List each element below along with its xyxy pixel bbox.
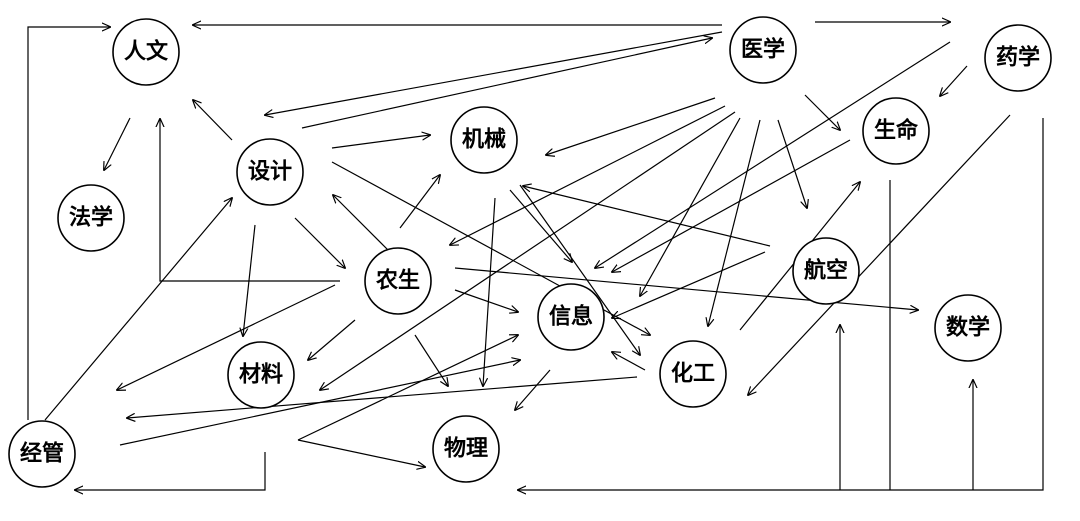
- node-label: 农生: [375, 268, 420, 294]
- node-label: 设计: [248, 160, 292, 185]
- node-jingguan[interactable]: 经管: [8, 420, 76, 488]
- edge-sheji-renwen: [193, 100, 233, 141]
- edge-yixue-jixie: [546, 97, 716, 155]
- edge-yixue-xinxi-2: [595, 41, 951, 268]
- edge-yixue-sheji-top: [265, 31, 723, 115]
- node-label: 药学: [996, 45, 1040, 71]
- node-shuxue[interactable]: 数学: [934, 294, 1002, 362]
- edge-wuli-xinxi: [297, 335, 518, 441]
- edge-nongsheng-renwen: [160, 119, 340, 282]
- node-label: 物理: [444, 436, 488, 462]
- edges: [27, 22, 1044, 490]
- node-shengming[interactable]: 生命: [862, 97, 930, 165]
- edge-jingguan-xinxi: [119, 360, 520, 446]
- node-wuli[interactable]: 物理: [432, 415, 500, 483]
- node-label: 法学: [69, 205, 113, 231]
- node-nongsheng[interactable]: 农生: [364, 247, 432, 315]
- edge-renwen-faxue: [104, 117, 131, 170]
- node-label: 材料: [239, 363, 283, 388]
- edge-yaoxue-bus: [518, 118, 1044, 490]
- edge-bus-jingguan: [75, 452, 266, 490]
- edge-yixue-nongsheng: [450, 105, 726, 245]
- node-hangkong[interactable]: 航空: [792, 237, 860, 305]
- edge-sheji-yixue: [301, 38, 712, 129]
- edge-huagong-xinxi: [612, 352, 646, 371]
- node-label: 数学: [946, 315, 990, 341]
- edge-yixue-cailiao: [320, 111, 736, 390]
- edge-jixie-huagong: [519, 184, 640, 355]
- node-label: 生命: [874, 118, 919, 144]
- edge-sheji-jixie: [331, 135, 430, 149]
- edge-sheji-cailiao: [243, 224, 256, 336]
- node-label: 医学: [741, 37, 785, 63]
- node-sheji[interactable]: 设计: [236, 138, 304, 206]
- node-faxue[interactable]: 法学: [57, 184, 125, 252]
- node-renwen[interactable]: 人文: [112, 18, 180, 86]
- node-label: 人文: [124, 39, 169, 65]
- node-yixue[interactable]: 医学: [729, 16, 797, 84]
- node-jixie[interactable]: 机械: [450, 106, 518, 174]
- edge-jingguan-renwen: [27, 27, 110, 420]
- edge-jixie-wuli: [483, 197, 496, 386]
- node-label: 经管: [20, 441, 64, 467]
- edge-jixie-xinxi: [509, 189, 572, 262]
- edge-sheji-nongsheng: [294, 217, 345, 268]
- edge-huagong-jingguan: [127, 376, 638, 418]
- edge-jingguan-sheji: [44, 198, 232, 421]
- edge-yixue-shengming: [804, 94, 840, 130]
- edge-xinxi-wuli: [515, 369, 551, 410]
- node-label: 信息: [549, 304, 593, 330]
- node-xinxi[interactable]: 信息: [537, 283, 605, 351]
- edge-hangkong-jixie: [523, 186, 771, 247]
- edge-nongsheng-shuxue: [454, 267, 918, 310]
- edge-nongsheng-wuli: [414, 334, 448, 386]
- node-huagong[interactable]: 化工: [659, 340, 727, 408]
- edge-nongsheng-jingguan: [117, 284, 336, 390]
- edge-yixue-hangkong: [777, 119, 807, 208]
- edge-wuli-hub-wuli: [297, 439, 425, 467]
- edge-nongsheng-xinxi: [454, 289, 518, 312]
- node-yaoxue[interactable]: 药学: [984, 24, 1052, 92]
- edge-nongsheng-sheji: [333, 195, 391, 253]
- node-label: 航空: [804, 258, 848, 284]
- edge-nongsheng-cailiao: [308, 319, 356, 360]
- edge-shengming-xinxi: [612, 139, 851, 272]
- node-label: 机械: [462, 128, 506, 153]
- node-label: 化工: [671, 361, 715, 387]
- edge-yaoxue-shengming: [940, 65, 968, 96]
- edge-yaoxue-huagong: [748, 114, 1011, 395]
- node-cailiao[interactable]: 材料: [227, 341, 295, 409]
- edge-hangkong-xinxi: [612, 251, 766, 318]
- nodes: 人文 医学 药学 法学 设计 机械 生命 农生: [8, 16, 1052, 488]
- edge-nongsheng-jixie: [399, 175, 440, 229]
